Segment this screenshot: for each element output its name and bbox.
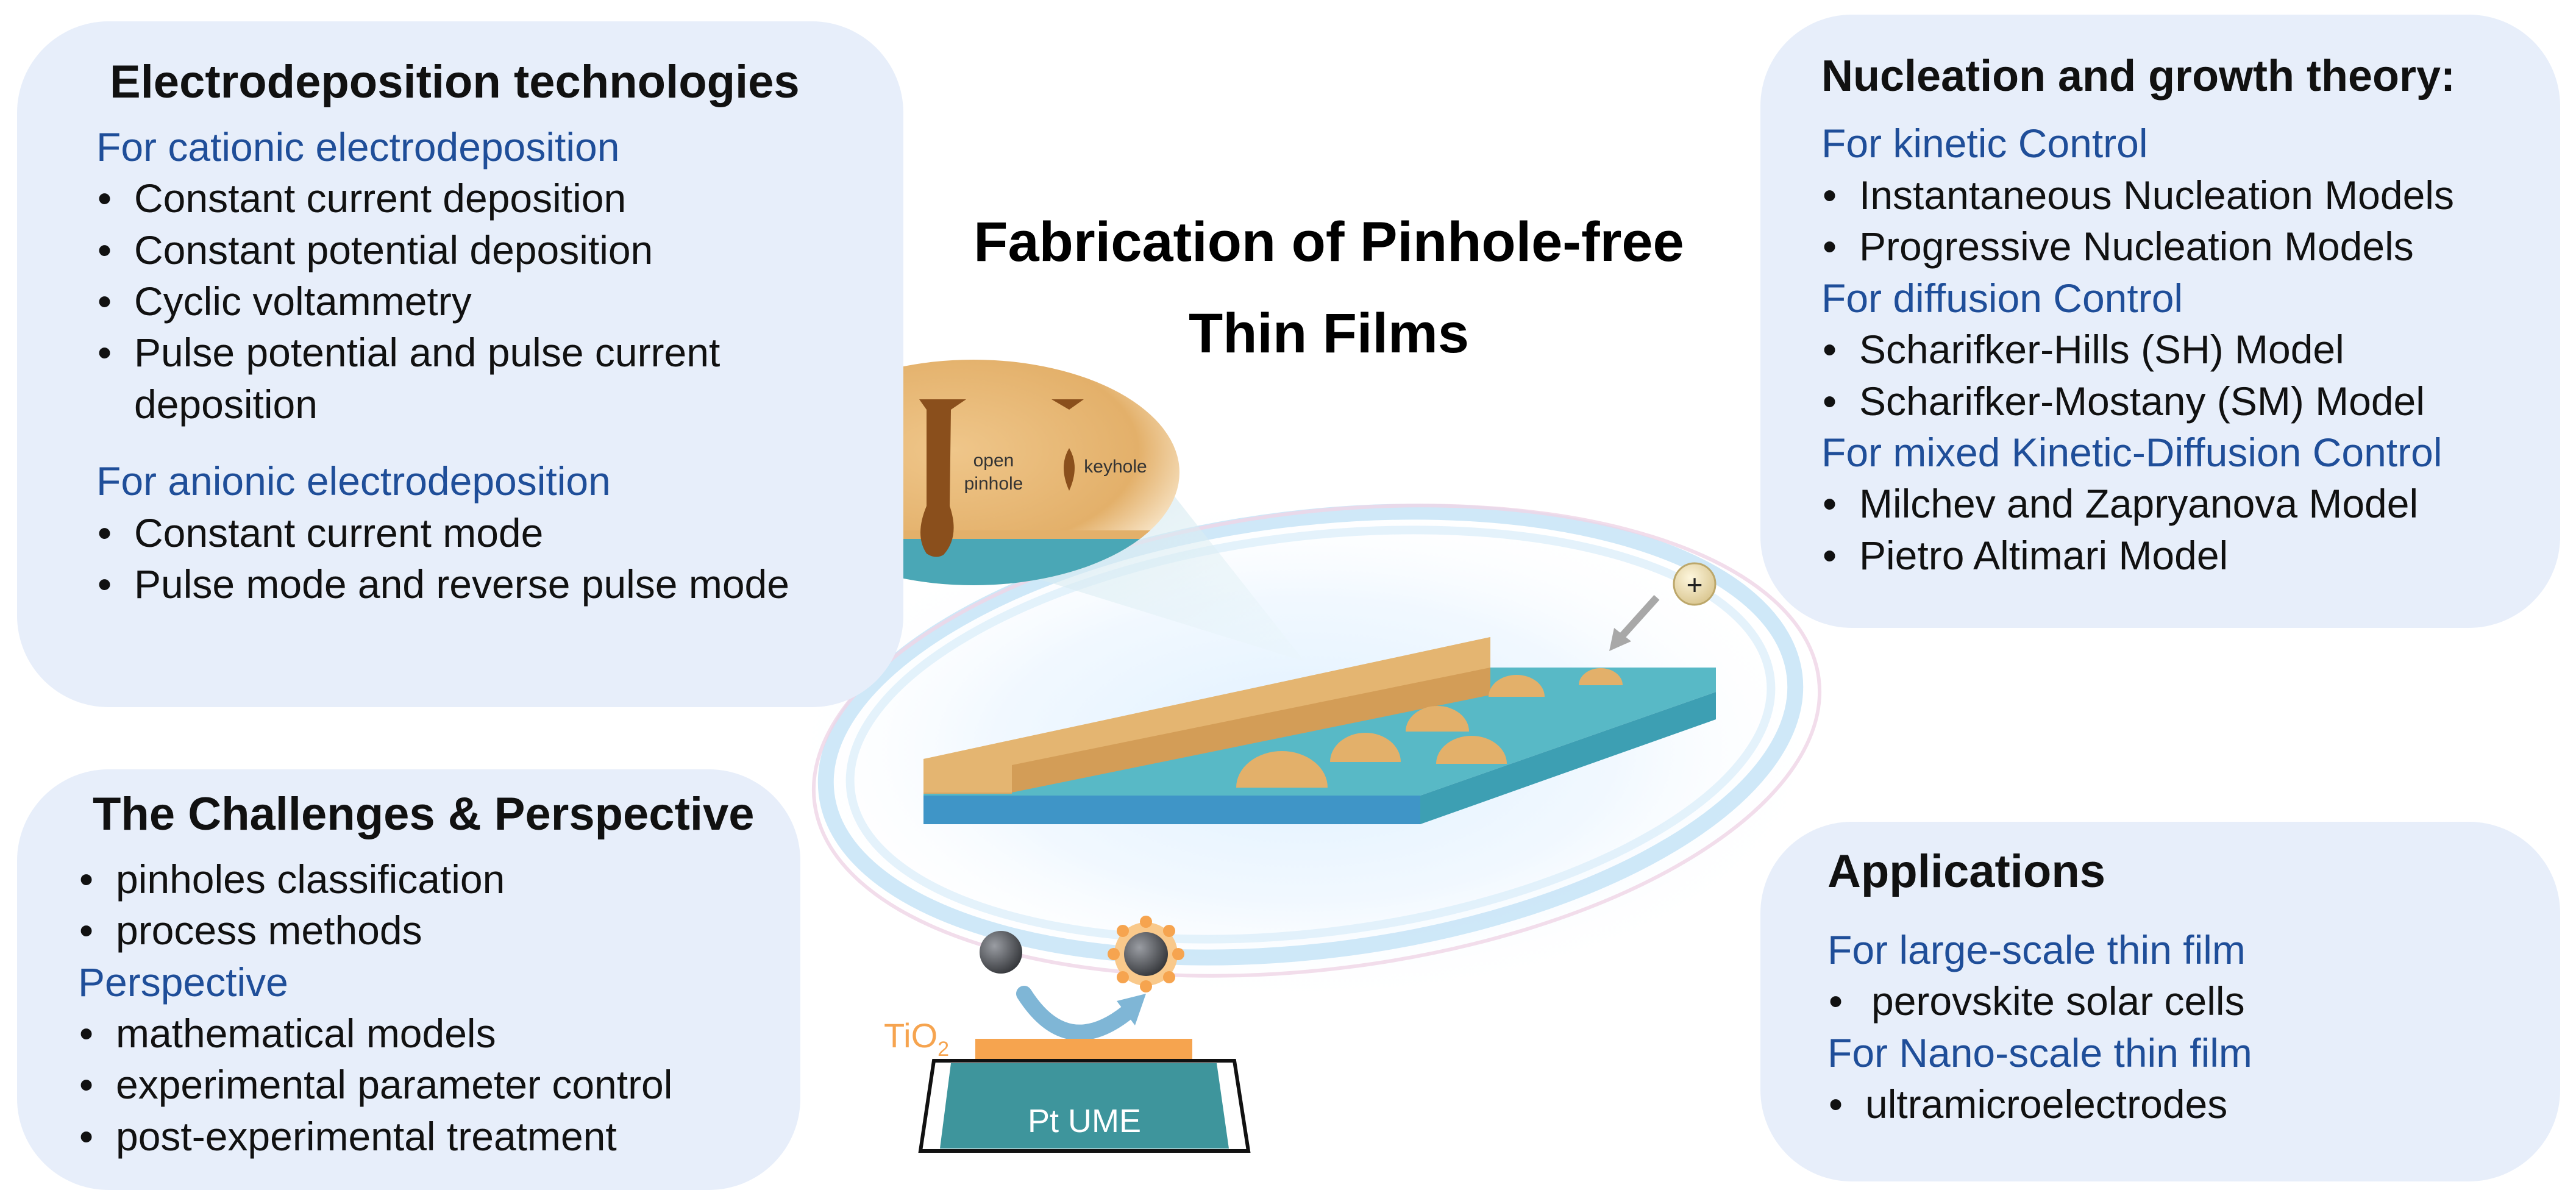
list-item: Pulse potential and pulse current deposi… xyxy=(96,327,829,430)
list-item: Pulse mode and reverse pulse mode xyxy=(96,558,903,610)
cation-sign: + xyxy=(1687,569,1703,600)
zoom-beam xyxy=(1000,476,1304,661)
label-keyhole: keyhole xyxy=(1084,457,1147,477)
transfer-arrow xyxy=(1016,986,1136,1041)
transfer-arrowhead xyxy=(1117,994,1146,1025)
kinetic-heading: For kinetic Control xyxy=(1821,121,2148,166)
anionic-heading: For anionic electrodeposition xyxy=(96,458,611,504)
cationic-heading: For cationic electrodeposition xyxy=(96,124,620,169)
orbit-ring xyxy=(817,504,1804,966)
substrate-side xyxy=(1420,692,1716,824)
list-item: experimental parameter control xyxy=(78,1059,800,1111)
main-title: Fabrication of Pinhole-free Thin Films xyxy=(902,196,1756,379)
list-item: Cyclic voltammetry xyxy=(96,276,903,327)
cation-circle xyxy=(1673,562,1717,606)
keyhole-top xyxy=(1051,399,1084,410)
list-item: process methods xyxy=(78,905,800,956)
applications-title: Applications xyxy=(1827,846,2106,897)
challenges-list: pinholes classification process methods xyxy=(78,853,800,956)
mixed-list: Milchev and Zapryanova Model Pietro Alti… xyxy=(1821,478,2560,581)
nucleus-dome xyxy=(1406,706,1469,732)
label-open-2: pinhole xyxy=(964,474,1023,494)
nucleation-title: Nucleation and growth theory: xyxy=(1821,52,2456,101)
challenges-title: The Challenges & Perspective xyxy=(93,788,755,840)
orbit-ring-inner xyxy=(845,525,1776,944)
nucleus-dome xyxy=(1236,751,1328,788)
orbit-ring-pink xyxy=(811,504,1822,978)
list-item: post-experimental treatment xyxy=(78,1111,800,1163)
cation-arrowhead xyxy=(1609,628,1631,651)
electrodeposition-title: Electrodeposition technologies xyxy=(110,56,800,108)
nucleus-dome xyxy=(1330,733,1401,762)
nano-scale-heading: For Nano-scale thin film xyxy=(1827,1030,2252,1075)
diffusion-list: Scharifker-Hills (SH) Model Scharifker-M… xyxy=(1821,324,2560,427)
nucleation-panel: Nucleation and growth theory: For kineti… xyxy=(1760,15,2560,628)
label-open: open xyxy=(973,451,1014,471)
tio2-layer xyxy=(975,1039,1192,1061)
open-pinhole-shape xyxy=(919,399,966,557)
substrate-front xyxy=(923,796,1420,824)
film-edge xyxy=(1012,668,1490,793)
keyhole-shape xyxy=(1064,448,1075,491)
list-item: perovskite solar cells xyxy=(1827,975,2560,1027)
tio2-label: TiO2 xyxy=(884,1016,949,1061)
perspective-list: mathematical models experimental paramet… xyxy=(78,1008,800,1163)
list-item: Pietro Altimari Model xyxy=(1821,530,2560,582)
nano-scale-list: ultramicroelectrodes xyxy=(1827,1078,2560,1130)
electrodeposition-panel: Electrodeposition technologies For catio… xyxy=(17,21,903,707)
list-item: Milchev and Zapryanova Model xyxy=(1821,478,2560,530)
main-title-line-2: Thin Films xyxy=(1189,302,1469,365)
list-item: Constant current mode xyxy=(96,507,903,559)
challenges-panel: The Challenges & Perspective pinholes cl… xyxy=(17,769,800,1190)
large-scale-list: perovskite solar cells xyxy=(1827,975,2560,1027)
pt-ume-label: Pt UME xyxy=(1028,1103,1141,1139)
nucleus-dome xyxy=(1489,675,1545,697)
large-scale-heading: For large-scale thin film xyxy=(1827,927,2246,972)
applications-panel: Applications For large-scale thin film p… xyxy=(1760,822,2560,1181)
main-title-line-1: Fabrication of Pinhole-free xyxy=(973,211,1684,273)
nucleus-dome xyxy=(1579,668,1623,685)
cation-arrow xyxy=(1615,594,1660,643)
list-item: Constant potential deposition xyxy=(96,224,903,276)
mixed-heading: For mixed Kinetic-Diffusion Control xyxy=(1821,430,2443,475)
nucleus-dome xyxy=(1436,736,1507,764)
list-item: Instantaneous Nucleation Models xyxy=(1821,169,2560,221)
list-item: pinholes classification xyxy=(78,853,800,905)
list-item: Progressive Nucleation Models xyxy=(1821,221,2560,273)
cationic-list: Constant current deposition Constant pot… xyxy=(96,173,903,430)
film-cover xyxy=(923,637,1490,793)
list-item: Constant current deposition xyxy=(96,173,903,224)
diffusion-heading: For diffusion Control xyxy=(1821,275,2183,321)
particle-decorated xyxy=(1108,916,1184,992)
particle-gray xyxy=(980,931,1022,974)
list-item: Scharifker-Mostany (SM) Model xyxy=(1821,376,2560,427)
list-item: ultramicroelectrodes xyxy=(1827,1078,2560,1130)
perspective-heading: Perspective xyxy=(78,959,288,1005)
kinetic-list: Instantaneous Nucleation Models Progress… xyxy=(1821,169,2560,273)
anionic-list: Constant current mode Pulse mode and rev… xyxy=(96,507,903,610)
list-item: mathematical models xyxy=(78,1008,800,1060)
pt-ume-electrode xyxy=(940,1063,1229,1149)
list-item: Scharifker-Hills (SH) Model xyxy=(1821,324,2560,376)
